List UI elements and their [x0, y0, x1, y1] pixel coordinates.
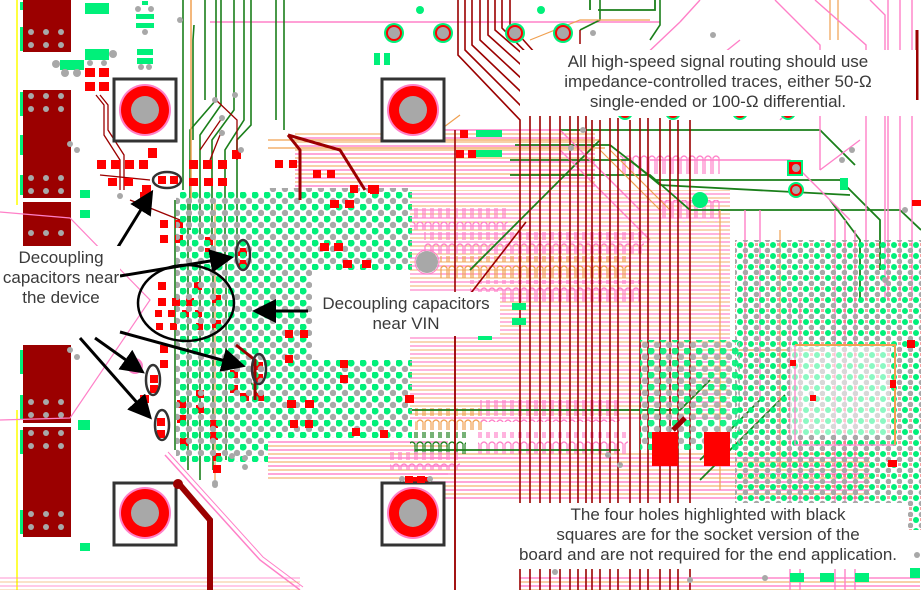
large-pad-left	[652, 432, 678, 466]
note-line: board and are not required for the end a…	[518, 545, 898, 564]
top-left-pads	[60, 1, 390, 551]
mounting-hole-top-left	[112, 77, 178, 143]
label-line: Decoupling capacitors	[322, 294, 490, 313]
top-row-vias	[384, 6, 573, 43]
large-pad-right	[704, 432, 730, 466]
note-line: The four holes highlighted with black	[570, 505, 846, 524]
label-line: near VIN	[372, 314, 440, 333]
mounting-hole-bottom-right	[380, 481, 446, 547]
high-speed-routing-note: All high-speed signal routing should use…	[520, 50, 916, 116]
note-line: squares are for the socket version of th…	[556, 525, 860, 544]
note-line: single-ended or 100-Ω differential.	[589, 92, 847, 111]
label-line: the device	[22, 288, 100, 307]
socket-holes-note: The four holes highlighted with black sq…	[508, 503, 908, 569]
note-line: impedance-controlled traces, either 50-Ω	[564, 72, 872, 91]
decoupling-vin-label: Decoupling capacitors near VIN	[312, 292, 500, 336]
mounting-hole-top-right	[380, 77, 446, 143]
callout-arrows	[78, 189, 308, 420]
left-connector-planes	[20, 0, 71, 537]
mounting-hole-bottom-left	[112, 481, 178, 547]
label-line: capacitors near	[2, 268, 120, 287]
label-line: Decoupling	[18, 248, 104, 267]
decoupling-device-label: Decoupling capacitors near the device	[2, 246, 120, 310]
note-line: All high-speed signal routing should use	[567, 52, 869, 71]
